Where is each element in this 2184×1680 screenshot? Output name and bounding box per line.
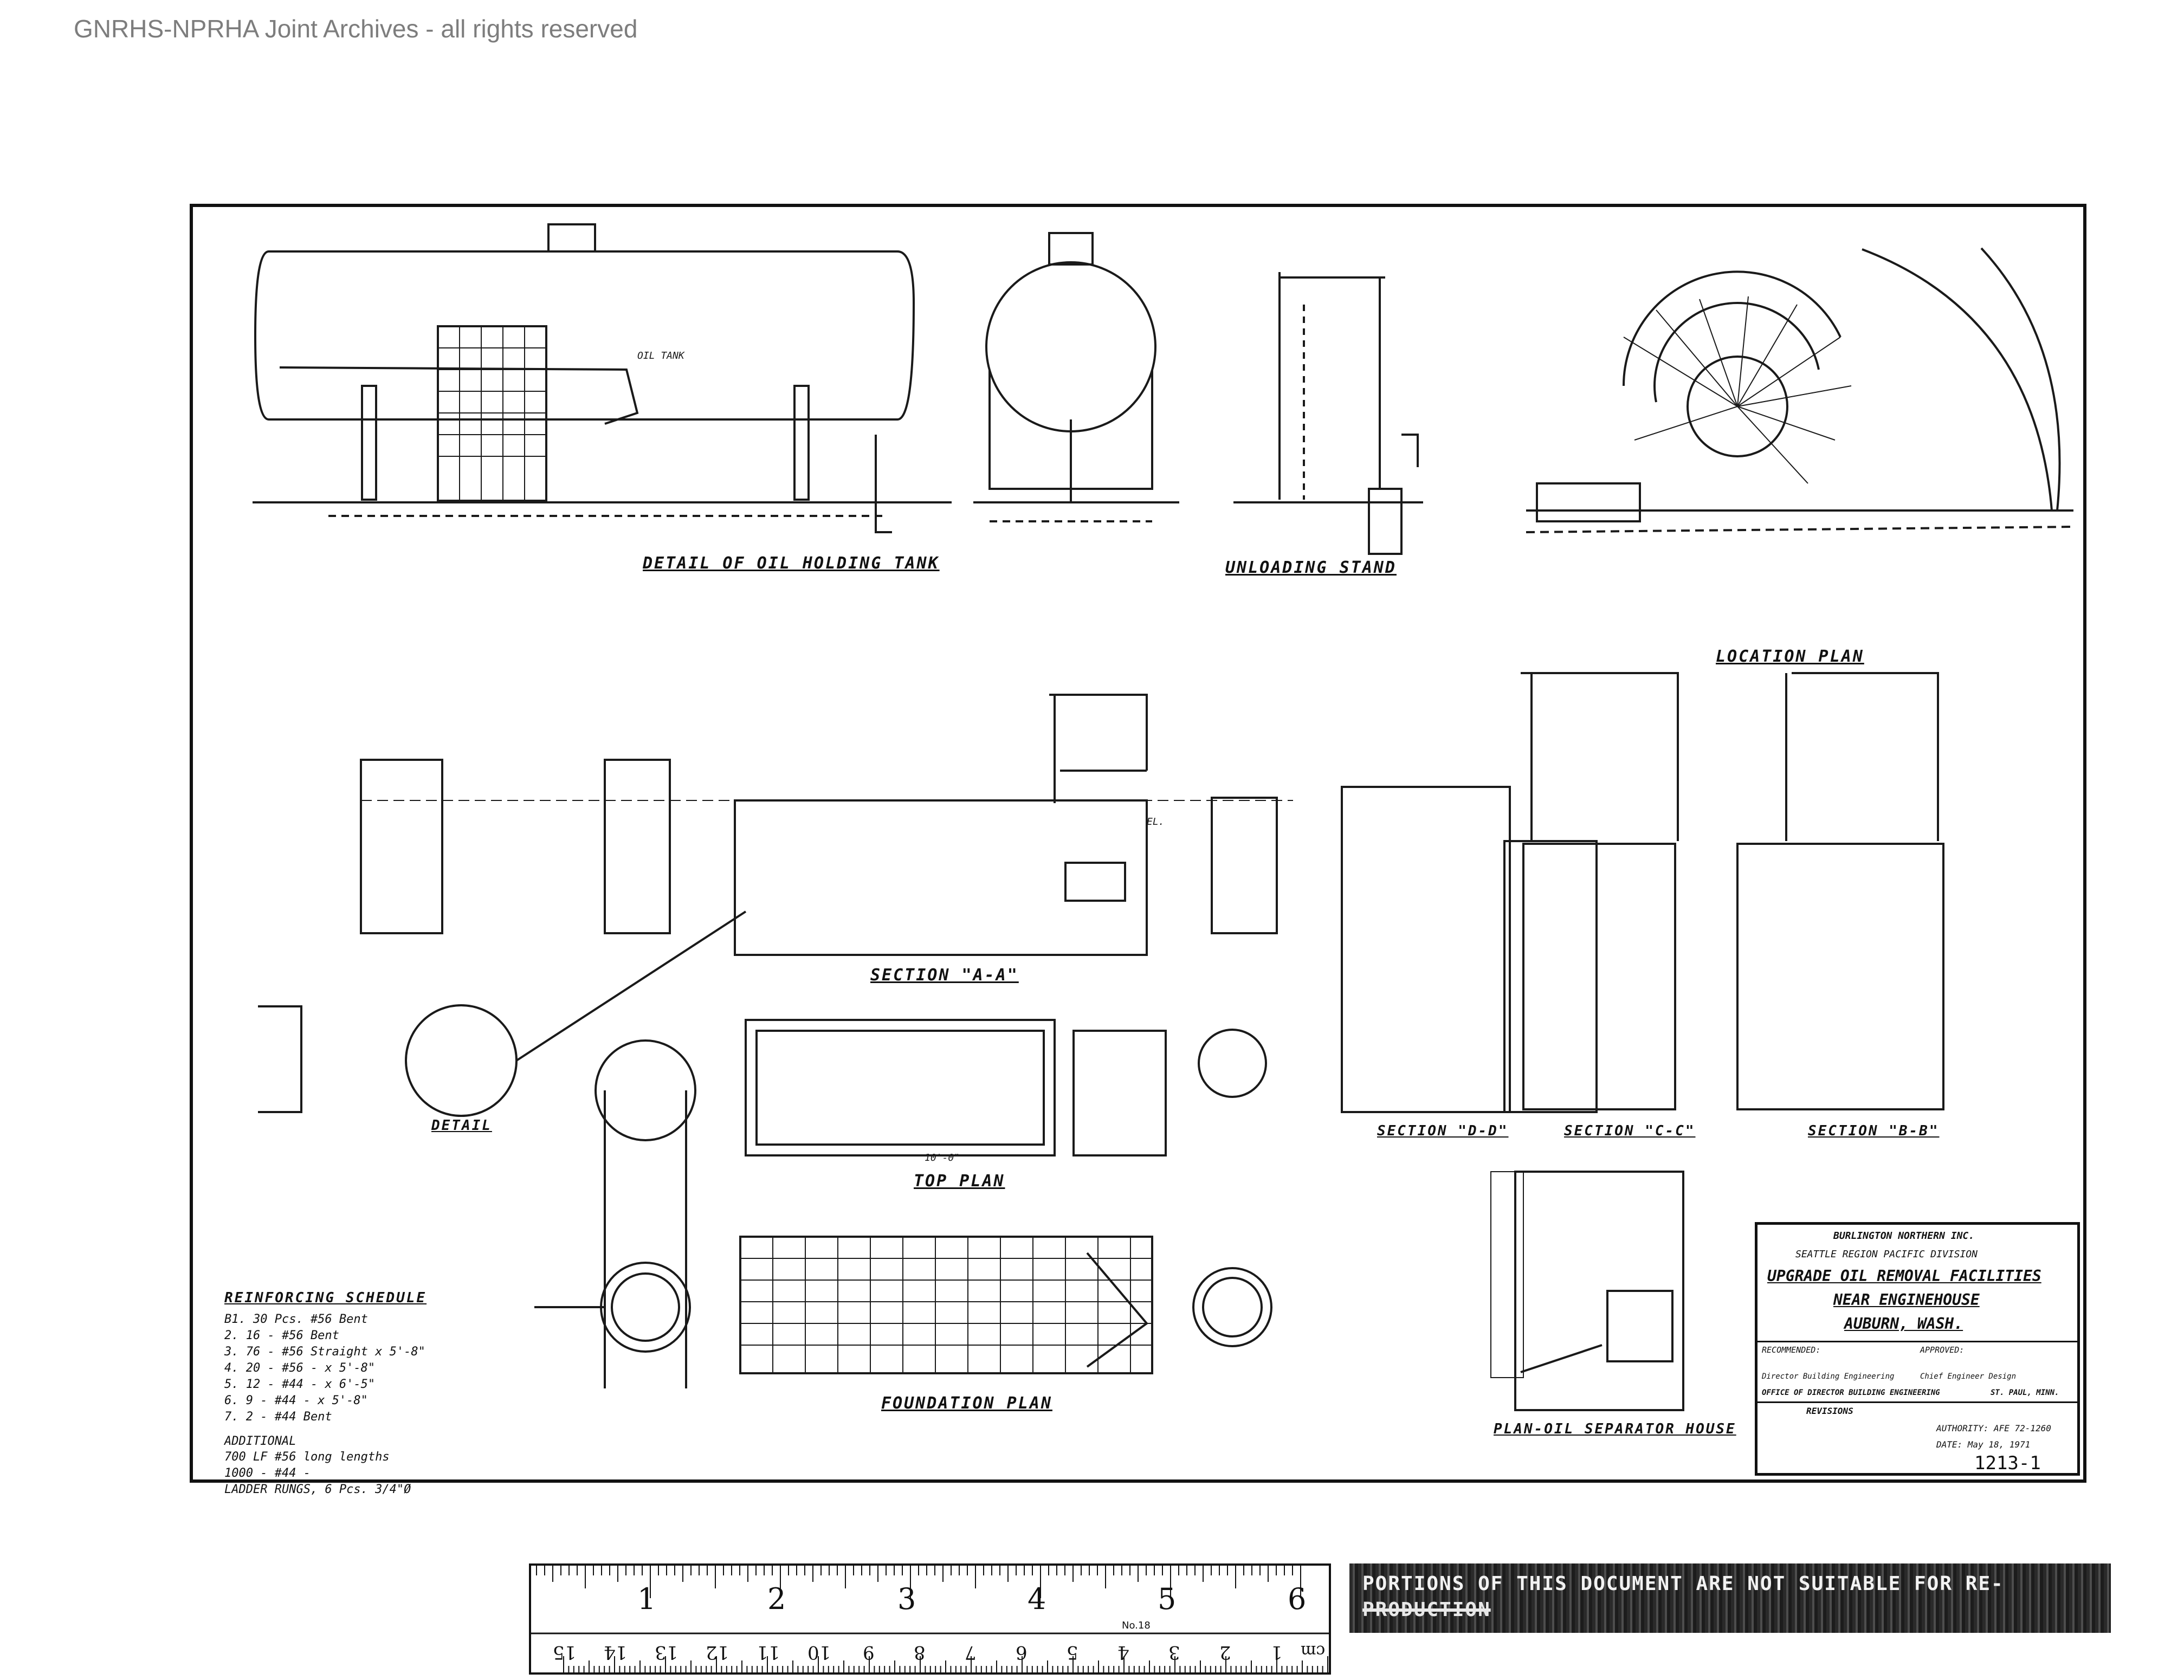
ruler-ticks — [531, 1566, 1329, 1672]
division-line: SEATTLE REGION PACIFIC DIVISION — [1795, 1249, 1978, 1260]
label-section-bb: SECTION "B-B" — [1808, 1123, 1940, 1139]
engineering-drawing: OIL TANK EL. 10'-0" — [253, 223, 2074, 1411]
reinforcing-schedule: REINFORCING SCHEDULE B1. 30 Pcs. #56 Ben… — [224, 1290, 452, 1498]
cm-unit-label: cm — [1301, 1642, 1326, 1660]
notice-line-1: PORTIONS OF THIS DOCUMENT ARE NOT SUITAB… — [1362, 1573, 2004, 1595]
label-section-aa: SECTION "A-A" — [870, 966, 1019, 985]
date-label: DATE: May 18, 1971 — [1936, 1439, 2031, 1450]
city-label: ST. PAUL, MINN. — [1991, 1388, 2059, 1397]
label-unloading-stand: UNLOADING STAND — [1225, 558, 1397, 577]
cm-number: 9 — [863, 1642, 875, 1663]
inch-number: 5 — [1158, 1582, 1177, 1616]
additional-row: 1000 - #44 - — [224, 1466, 311, 1480]
drawing-title-2: NEAR ENGINEHOUSE — [1833, 1291, 1980, 1309]
svg-text:OIL TANK: OIL TANK — [637, 350, 685, 361]
label-section-cc: SECTION "C-C" — [1564, 1123, 1696, 1139]
additional-row: 700 LF #56 long lengths — [224, 1450, 390, 1464]
label-tank-detail: DETAIL OF OIL HOLDING TANK — [643, 554, 940, 573]
label-top-plan: TOP PLAN — [914, 1172, 1005, 1191]
notice-line-2: PRODUCTION — [1362, 1599, 1491, 1621]
director-label: Director Building Engineering — [1762, 1372, 1895, 1381]
authority-label: AUTHORITY: AFE 72-1260 — [1936, 1423, 2051, 1433]
drawing-title-3: AUBURN, WASH. — [1844, 1315, 1963, 1333]
schedule-row: 6. 9 - #44 - x 5'-8" — [224, 1394, 368, 1407]
label-section-dd: SECTION "D-D" — [1377, 1123, 1509, 1139]
svg-text:EL.: EL. — [1147, 816, 1165, 828]
label-location-plan: LOCATION PLAN — [1716, 647, 1864, 666]
inch-number: 3 — [897, 1582, 916, 1616]
schedule-row: 7. 2 - #44 Bent — [224, 1410, 332, 1424]
schedule-row: 4. 20 - #56 - x 5'-8" — [224, 1361, 376, 1375]
inch-number: 2 — [767, 1582, 786, 1616]
schedule-row: B1. 30 Pcs. #56 Bent — [224, 1313, 368, 1326]
reinforcing-title: REINFORCING SCHEDULE — [224, 1290, 427, 1306]
approved-label: APPROVED: — [1920, 1345, 1965, 1355]
label-separator-house: PLAN-OIL SEPARATOR HOUSE — [1494, 1421, 1736, 1437]
schedule-row: 2. 16 - #56 Bent — [224, 1329, 339, 1342]
scale-ruler: 1 2 3 4 5 6 No.18 1 2 3 4 5 6 7 8 9 10 1… — [529, 1563, 1331, 1675]
cm-number: 13 — [655, 1642, 679, 1663]
reproduction-notice: PORTIONS OF THIS DOCUMENT ARE NOT SUITAB… — [1349, 1563, 2111, 1633]
archive-watermark: GNRHS-NPRHA Joint Archives - all rights … — [74, 15, 638, 43]
label-foundation-plan: FOUNDATION PLAN — [881, 1394, 1052, 1413]
cm-number: 1 — [1271, 1642, 1283, 1663]
recommended-label: RECOMMENDED: — [1762, 1345, 1821, 1355]
cm-number: 11 — [757, 1642, 780, 1663]
drawing-title-1: UPGRADE OIL REMOVAL FACILITIES — [1767, 1267, 2041, 1285]
title-block: BURLINGTON NORTHERN INC. SEATTLE REGION … — [1755, 1222, 2080, 1476]
additional-heading: ADDITIONAL — [224, 1435, 296, 1448]
chief-label: Chief Engineer Design — [1920, 1372, 2017, 1381]
drawing-sheet: OIL TANK EL. 10'-0" DETAIL OF OIL HOLDIN… — [190, 204, 2086, 1496]
office-label: OFFICE OF DIRECTOR BUILDING ENGINEERING — [1762, 1388, 1940, 1397]
cm-number: 10 — [807, 1642, 831, 1663]
schedule-row: 5. 12 - #44 - x 6'-5" — [224, 1378, 376, 1391]
inch-number: 4 — [1028, 1582, 1046, 1616]
revisions-label: REVISIONS — [1806, 1406, 1853, 1416]
cm-number: 2 — [1219, 1642, 1231, 1663]
cm-number: 12 — [706, 1642, 729, 1663]
cm-number: 7 — [965, 1642, 977, 1663]
cm-number: 15 — [553, 1642, 577, 1663]
inch-number: 6 — [1288, 1582, 1307, 1616]
cm-number: 14 — [604, 1642, 628, 1663]
cm-number: 5 — [1067, 1642, 1078, 1663]
inch-number: 1 — [637, 1582, 656, 1616]
cm-number: 4 — [1117, 1642, 1129, 1663]
company-name: BURLINGTON NORTHERN INC. — [1833, 1230, 1975, 1242]
cm-number: 3 — [1168, 1642, 1180, 1663]
label-detail: DETAIL — [431, 1117, 492, 1134]
cm-number: 6 — [1016, 1642, 1028, 1663]
cm-number: 8 — [914, 1642, 926, 1663]
drawing-number: 1213-1 — [1974, 1452, 2041, 1474]
additional-row: LADDER RUNGS, 6 Pcs. 3/4"Ø — [224, 1483, 411, 1496]
svg-text:10'-0": 10'-0" — [925, 1152, 960, 1164]
ruler-brand: No.18 — [1122, 1620, 1151, 1631]
schedule-row: 3. 76 - #56 Straight x 5'-8" — [224, 1345, 425, 1359]
